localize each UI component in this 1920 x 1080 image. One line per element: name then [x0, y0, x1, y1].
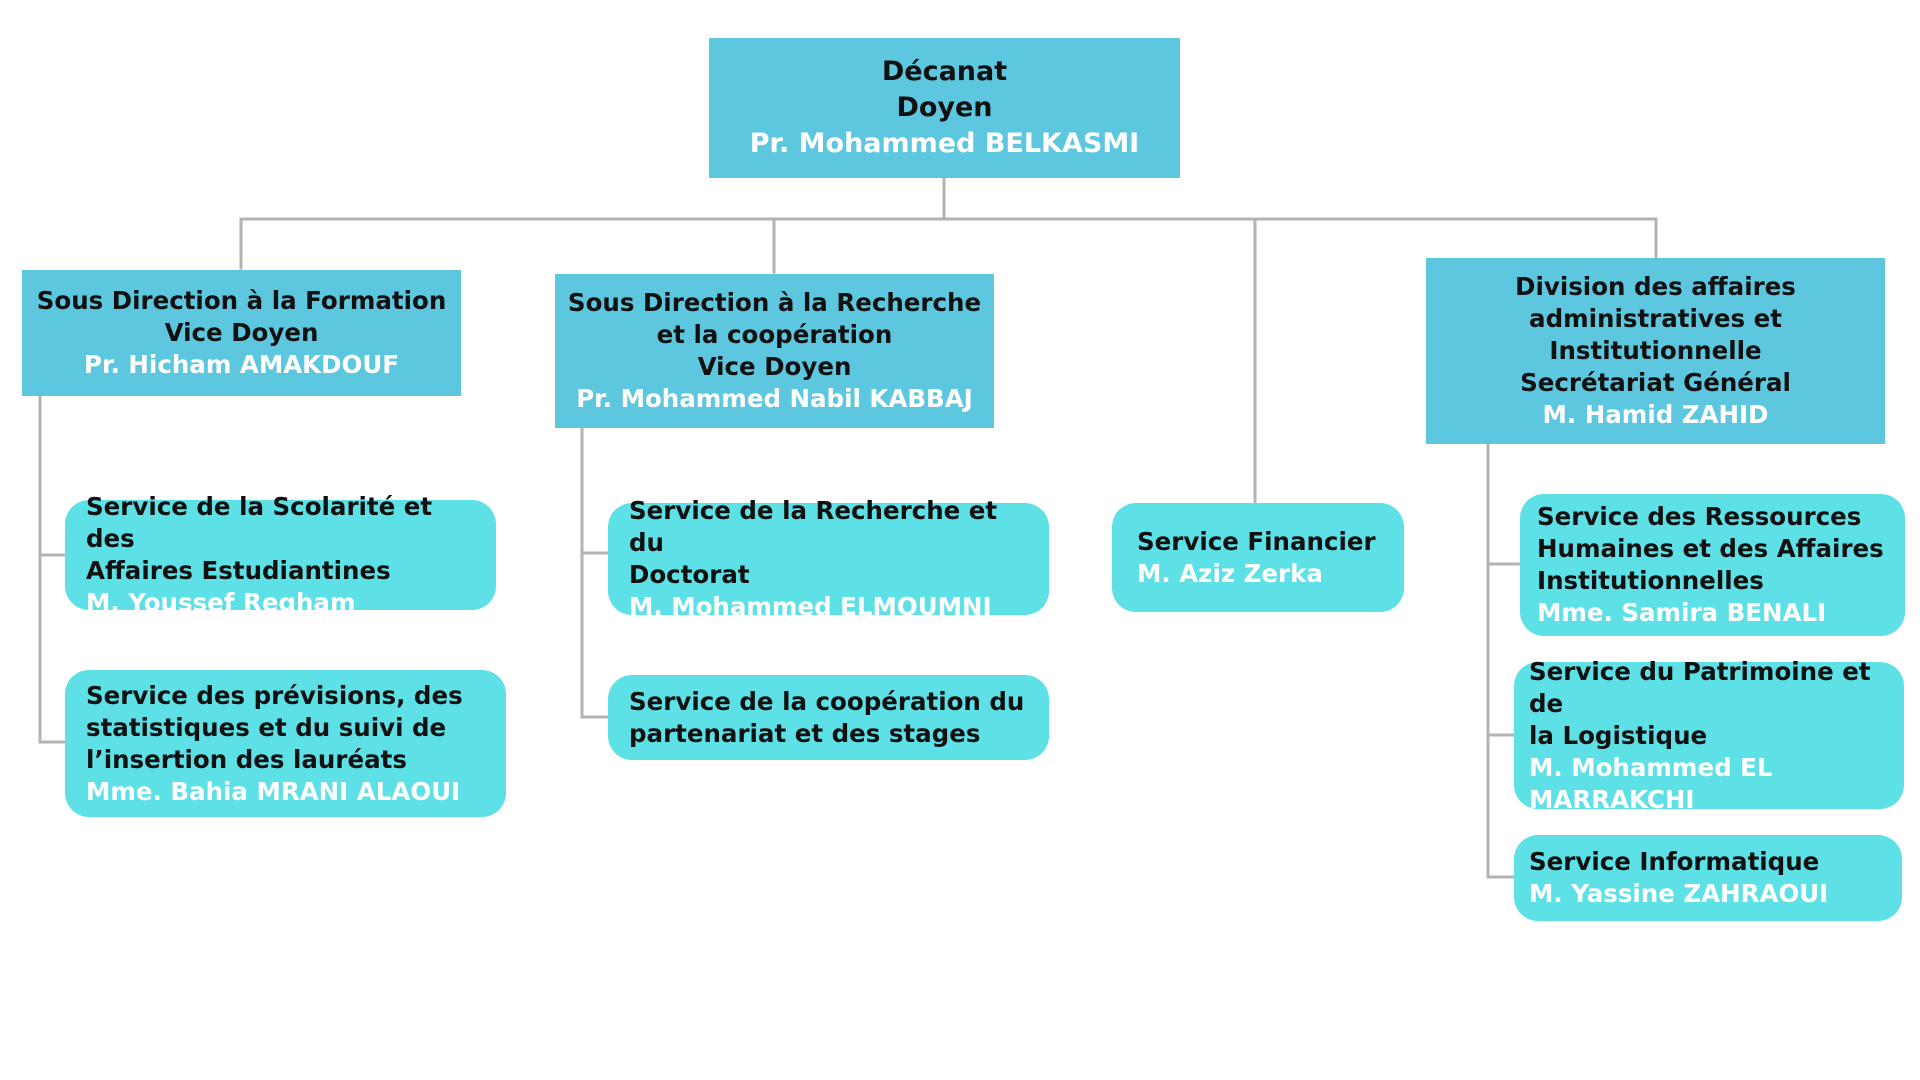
service-previsions-box: Service des prévisions, des statistiques…	[65, 670, 506, 817]
service-scolarite-title-2: Affaires Estudiantines	[86, 556, 391, 585]
formation-head-title: Sous Direction à la Formation	[36, 286, 447, 315]
recherche-head-box: Sous Direction à la Recherche et la coop…	[555, 274, 994, 428]
formation-head-person: Pr. Hicham AMAKDOUF	[84, 350, 399, 379]
service-cooperation-title-2: partenariat et des stages	[629, 718, 981, 748]
service-informatique-title: Service Informatique	[1529, 847, 1820, 876]
service-cooperation-box: Service de la coopération du partenariat…	[608, 675, 1049, 760]
service-scolarite-person: M. Youssef Regham	[86, 588, 356, 617]
division-head-title-2: administratives et	[1529, 304, 1782, 333]
formation-head-role: Vice Doyen	[164, 318, 319, 347]
service-informatique-box: Service Informatique M. Yassine ZAHRAOUI	[1514, 835, 1902, 921]
service-rh-title-3: Institutionnelles	[1537, 566, 1764, 595]
recherche-head-role: Vice Doyen	[697, 352, 852, 381]
decanat-box: Décanat Doyen Pr. Mohammed BELKASMI	[709, 38, 1180, 178]
service-financier-box: Service Financier M. Aziz Zerka	[1112, 503, 1404, 612]
recherche-head-title-2: et la coopération	[656, 320, 893, 349]
service-recherche-doctorat-title-2: Doctorat	[629, 560, 750, 589]
service-cooperation-title: Service de la coopération du	[629, 686, 1025, 716]
service-informatique-person: M. Yassine ZAHRAOUI	[1529, 879, 1829, 908]
service-patrimoine-box: Service du Patrimoine et de la Logistiqu…	[1514, 657, 1904, 814]
service-rh-box: Service des Ressources Humaines et des A…	[1520, 494, 1905, 636]
service-patrimoine-person-2: MARRAKCHI	[1529, 784, 1695, 814]
service-previsions-title-3: l’insertion des lauréats	[86, 744, 407, 774]
service-previsions-title: Service des prévisions, des	[86, 680, 463, 710]
decanat-role: Doyen	[896, 92, 993, 123]
service-financier-person: M. Aziz Zerka	[1137, 558, 1323, 588]
service-financier-title: Service Financier	[1137, 526, 1376, 556]
division-head-title-3: Institutionnelle	[1549, 336, 1762, 365]
service-rh-person: Mme. Samira BENALI	[1537, 598, 1827, 627]
division-head-person: M. Hamid ZAHID	[1542, 400, 1769, 429]
service-recherche-doctorat-person: M. Mohammed ELMOUMNI	[629, 592, 992, 621]
division-head-box: Division des affaires administratives et…	[1426, 258, 1885, 444]
service-patrimoine-title: Service du Patrimoine et de	[1529, 656, 1871, 718]
decanat-person: Pr. Mohammed BELKASMI	[749, 128, 1140, 159]
service-scolarite-box: Service de la Scolarité et des Affaires …	[65, 492, 496, 617]
division-head-role: Secrétariat Général	[1520, 368, 1791, 397]
decanat-title: Décanat	[881, 56, 1008, 87]
division-head-title: Division des affaires	[1515, 272, 1796, 301]
service-patrimoine-title-2: la Logistique	[1529, 720, 1708, 750]
formation-head-box: Sous Direction à la Formation Vice Doyen…	[22, 270, 461, 396]
service-previsions-title-2: statistiques et du suivi de	[86, 712, 447, 742]
service-recherche-doctorat-title: Service de la Recherche et du	[629, 496, 998, 557]
recherche-head-person: Pr. Mohammed Nabil KABBAJ	[576, 384, 973, 413]
service-rh-title: Service des Ressources	[1537, 502, 1862, 531]
service-previsions-person: Mme. Bahia MRANI ALAOUI	[86, 776, 461, 806]
service-scolarite-title: Service de la Scolarité et des	[86, 492, 433, 553]
service-rh-title-2: Humaines et des Affaires	[1537, 534, 1884, 563]
service-patrimoine-person: M. Mohammed EL	[1529, 752, 1773, 782]
recherche-head-title: Sous Direction à la Recherche	[567, 288, 982, 317]
service-recherche-doctorat-box: Service de la Recherche et du Doctorat M…	[608, 496, 1049, 621]
